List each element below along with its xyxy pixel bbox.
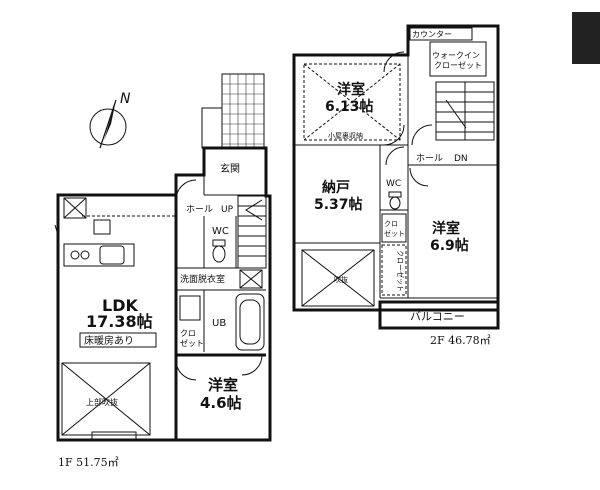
compass-north-label: N <box>120 91 131 107</box>
stairwell-1f: 上部吹抜 <box>61 362 151 436</box>
second-floor: カウンター ウォークイン クローゼット 洋室 6.13帖 小屋裏収納 納戸 5.… <box>292 24 500 347</box>
stairwell-2f: 吹抜 <box>301 249 375 307</box>
wc-2f-label: WC <box>386 179 401 189</box>
ldk-size: 17.38帖 <box>86 312 153 331</box>
bath-label: UB <box>212 318 226 329</box>
western-2f-b-size: 6.9帖 <box>430 237 469 254</box>
toilet-1f: WC <box>212 226 229 263</box>
storage-size: 5.37帖 <box>314 196 363 213</box>
western-2f-a-name: 洋室 <box>337 81 365 98</box>
walkin-line2: クローゼット <box>434 60 482 70</box>
up-label: UP <box>221 205 234 215</box>
washroom-label: 洗面脱衣室 <box>180 273 225 285</box>
balcony-label: バルコニー <box>410 310 465 323</box>
entrance-label: 玄関 <box>220 162 240 175</box>
down-label: DN <box>454 154 468 164</box>
closet-2f-top: クロ <box>384 220 398 228</box>
bath-unit: UB <box>212 293 265 351</box>
terrace-grid <box>221 73 265 149</box>
ldk-name: LDK <box>102 296 138 315</box>
western-1f-name: 洋室 <box>208 376 238 394</box>
closet-2f-bottom: ゼット <box>384 229 405 238</box>
counter-label: カウンター <box>412 30 452 39</box>
western-2f-b-name: 洋室 <box>432 220 460 237</box>
attic-label: 小屋裏収納 <box>328 131 363 140</box>
kitchen-counter <box>63 243 135 267</box>
second-floor-area: 2F 46.78㎡ <box>430 334 491 347</box>
stairs-1f <box>237 195 267 269</box>
stairs-2f <box>435 81 495 141</box>
toilet-2f: WC <box>386 179 402 210</box>
western-1f-size: 4.6帖 <box>200 394 242 412</box>
first-floor-area: 1F 51.75㎡ <box>58 456 119 469</box>
corner-tab <box>572 12 600 64</box>
hall-1f-label: ホール <box>186 204 213 215</box>
first-floor: 上部吹抜 LDK 17.38帖 床暖房あり 玄関 ホール UP WC 洗面脱衣室… <box>54 73 272 469</box>
closet-1f-bottom: ゼット <box>180 338 204 348</box>
compass-icon: N <box>89 91 131 149</box>
floor-heating-note: 床暖房あり <box>84 334 134 347</box>
closet-2f-long: クローゼット <box>396 250 405 292</box>
storage-name: 納戸 <box>322 179 350 196</box>
stairwell-1f-label: 上部吹抜 <box>86 397 118 407</box>
balcony <box>378 300 500 330</box>
first-floor-outer-wall <box>56 146 272 442</box>
walkin-line1: ウォークイン <box>432 51 480 60</box>
stairwell-2f-label: 吹抜 <box>334 275 348 284</box>
hall-2f-label: ホール <box>416 153 443 164</box>
western-2f-a-size: 6.13帖 <box>325 98 374 115</box>
closet-1f-top: クロ <box>180 329 196 338</box>
wc-1f-label: WC <box>212 226 229 237</box>
